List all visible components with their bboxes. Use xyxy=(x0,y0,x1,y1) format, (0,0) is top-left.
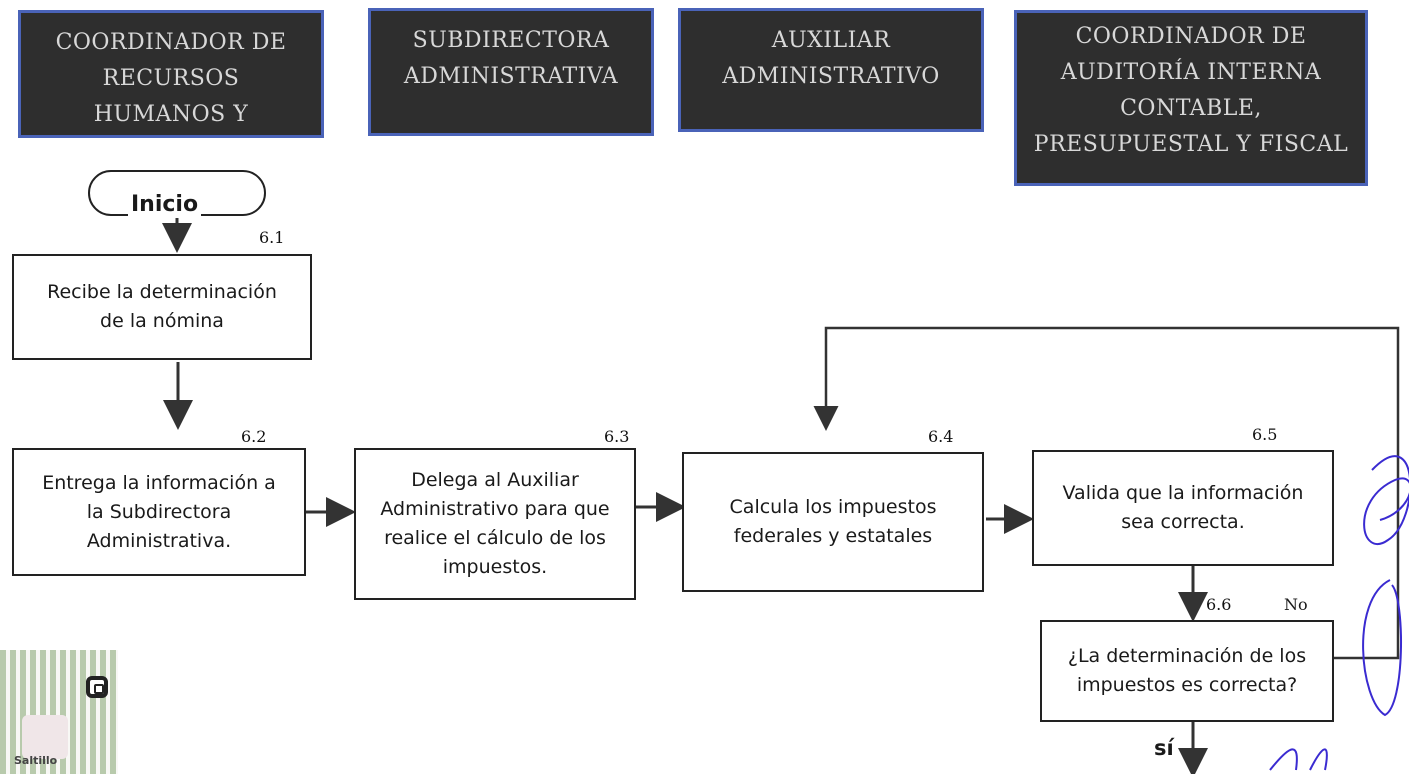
step-number-6-2: 6.2 xyxy=(241,427,267,446)
lane-header-line: ADMINISTRATIVA xyxy=(403,64,619,89)
lane-header-auxiliar: AUXILIAR ADMINISTRATIVO xyxy=(678,8,984,132)
process-text: realice el cálculo de los xyxy=(384,527,606,549)
lane-header-auditoria: COORDINADOR DE AUDITORÍA INTERNA CONTABL… xyxy=(1014,10,1368,186)
lane-header-line: CONTABLE, xyxy=(1120,96,1262,121)
branch-no-label: No xyxy=(1284,595,1308,614)
process-box-6-2: Entrega la información a la Subdirectora… xyxy=(12,448,306,576)
process-box-6-3: Delega al Auxiliar Administrativo para q… xyxy=(354,448,636,600)
lane-header-line: SUBDIRECTORA xyxy=(412,28,610,53)
process-text: Delega al Auxiliar xyxy=(411,469,579,491)
process-text: Valida que la información xyxy=(1062,482,1304,504)
process-text: Calcula los impuestos xyxy=(729,496,937,518)
lane-header-rrhh: COORDINADOR DE RECURSOS HUMANOS Y xyxy=(18,10,324,138)
lane-header-line: COORDINADOR DE xyxy=(55,30,287,55)
lane-header-line: HUMANOS Y xyxy=(93,102,249,127)
scan-icon xyxy=(86,676,108,698)
process-text: Administrativa. xyxy=(86,529,232,552)
arrow-no-loop xyxy=(813,326,1400,660)
lane-header-line: RECURSOS xyxy=(102,66,240,91)
process-box-6-5: Valida que la información sea correcta. xyxy=(1032,450,1334,566)
lane-header-line: PRESUPUESTAL Y FISCAL xyxy=(1033,132,1349,157)
process-text: de la nómina xyxy=(100,310,224,332)
qr-caption: Saltillo xyxy=(14,754,58,767)
qr-logo xyxy=(22,715,68,759)
step-number-6-1: 6.1 xyxy=(259,228,285,247)
process-text: la Subdirectora xyxy=(86,500,232,523)
decision-box-6-6: ¿La determinación de los impuestos es co… xyxy=(1040,620,1334,722)
process-text: impuestos. xyxy=(442,556,548,578)
decision-text: impuestos es correcta? xyxy=(1076,674,1298,696)
decision-text: ¿La determinación de los xyxy=(1067,645,1307,667)
step-number-6-5: 6.5 xyxy=(1252,425,1278,444)
lane-header-line: AUXILIAR xyxy=(771,28,891,53)
branch-yes-label: sí xyxy=(1154,736,1174,760)
lane-header-line: COORDINADOR DE xyxy=(1075,24,1307,49)
process-box-6-1: Recibe la determinación de la nómina xyxy=(12,254,312,360)
process-text: Entrega la información a xyxy=(42,471,276,494)
process-text: federales y estatales xyxy=(733,525,933,547)
process-text: sea correcta. xyxy=(1121,511,1245,533)
lane-header-subdirectora: SUBDIRECTORA ADMINISTRATIVA xyxy=(368,8,654,136)
lane-header-line: ADMINISTRATIVO xyxy=(722,64,940,89)
start-label: Inicio xyxy=(128,192,202,217)
process-text: Recibe la determinación xyxy=(47,281,277,303)
process-box-6-4: Calcula los impuestos federales y estata… xyxy=(682,452,984,592)
step-number-6-6: 6.6 xyxy=(1206,595,1232,614)
process-text: Administrativo para que xyxy=(380,498,610,520)
lane-header-line: AUDITORÍA INTERNA xyxy=(1060,60,1322,85)
step-number-6-3: 6.3 xyxy=(604,427,630,446)
step-number-6-4: 6.4 xyxy=(928,427,954,446)
